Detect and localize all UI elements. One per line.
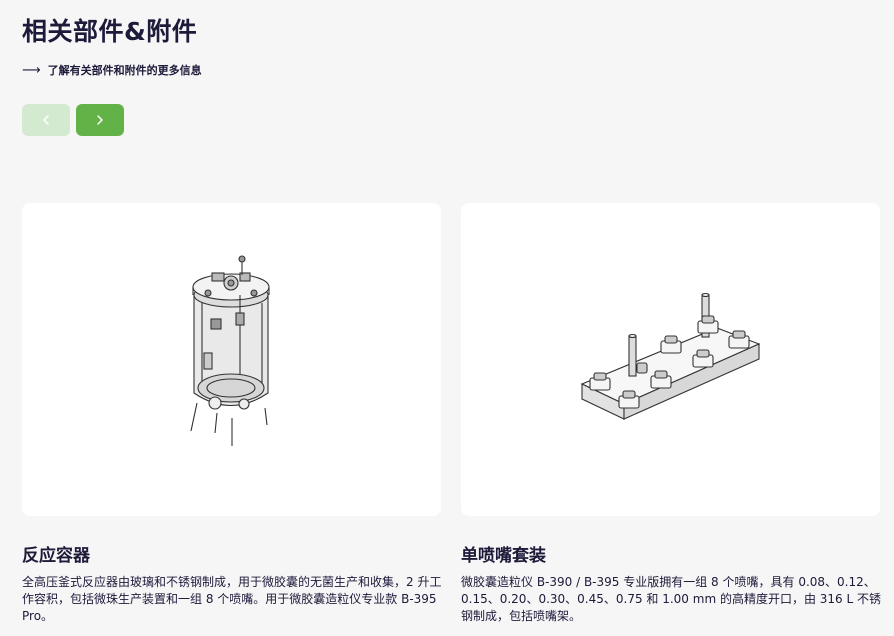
product-card-image-reaction-vessel[interactable]: [22, 203, 441, 516]
nozzle-set-illustration: [580, 292, 761, 420]
product-title-nozzle-set[interactable]: 单喷嘴套装: [461, 546, 546, 566]
product-card-image-nozzle-set[interactable]: [461, 203, 880, 516]
page-title: 相关部件&附件: [22, 17, 198, 46]
carousel-next-button[interactable]: [76, 104, 124, 136]
more-info-link[interactable]: ⟶ 了解有关部件和附件的更多信息: [22, 62, 202, 78]
product-description-nozzle-set: 微胶囊造粒仪 B-390 / B-395 专业版拥有一组 8 个喷嘴，具有 0.…: [461, 575, 881, 623]
arrow-right-icon: ⟶: [22, 62, 41, 78]
product-title-reaction-vessel[interactable]: 反应容器: [22, 546, 90, 566]
reaction-vessel-illustration: [190, 255, 270, 446]
more-info-label: 了解有关部件和附件的更多信息: [47, 64, 202, 77]
chevron-right-icon: [97, 115, 103, 125]
product-description-reaction-vessel: 全高压釜式反应器由玻璃和不锈钢制成，用于微胶囊的无菌生产和收集，2 升工作容积，…: [22, 575, 442, 623]
carousel-prev-button[interactable]: [22, 104, 70, 136]
chevron-left-icon: [43, 115, 49, 125]
